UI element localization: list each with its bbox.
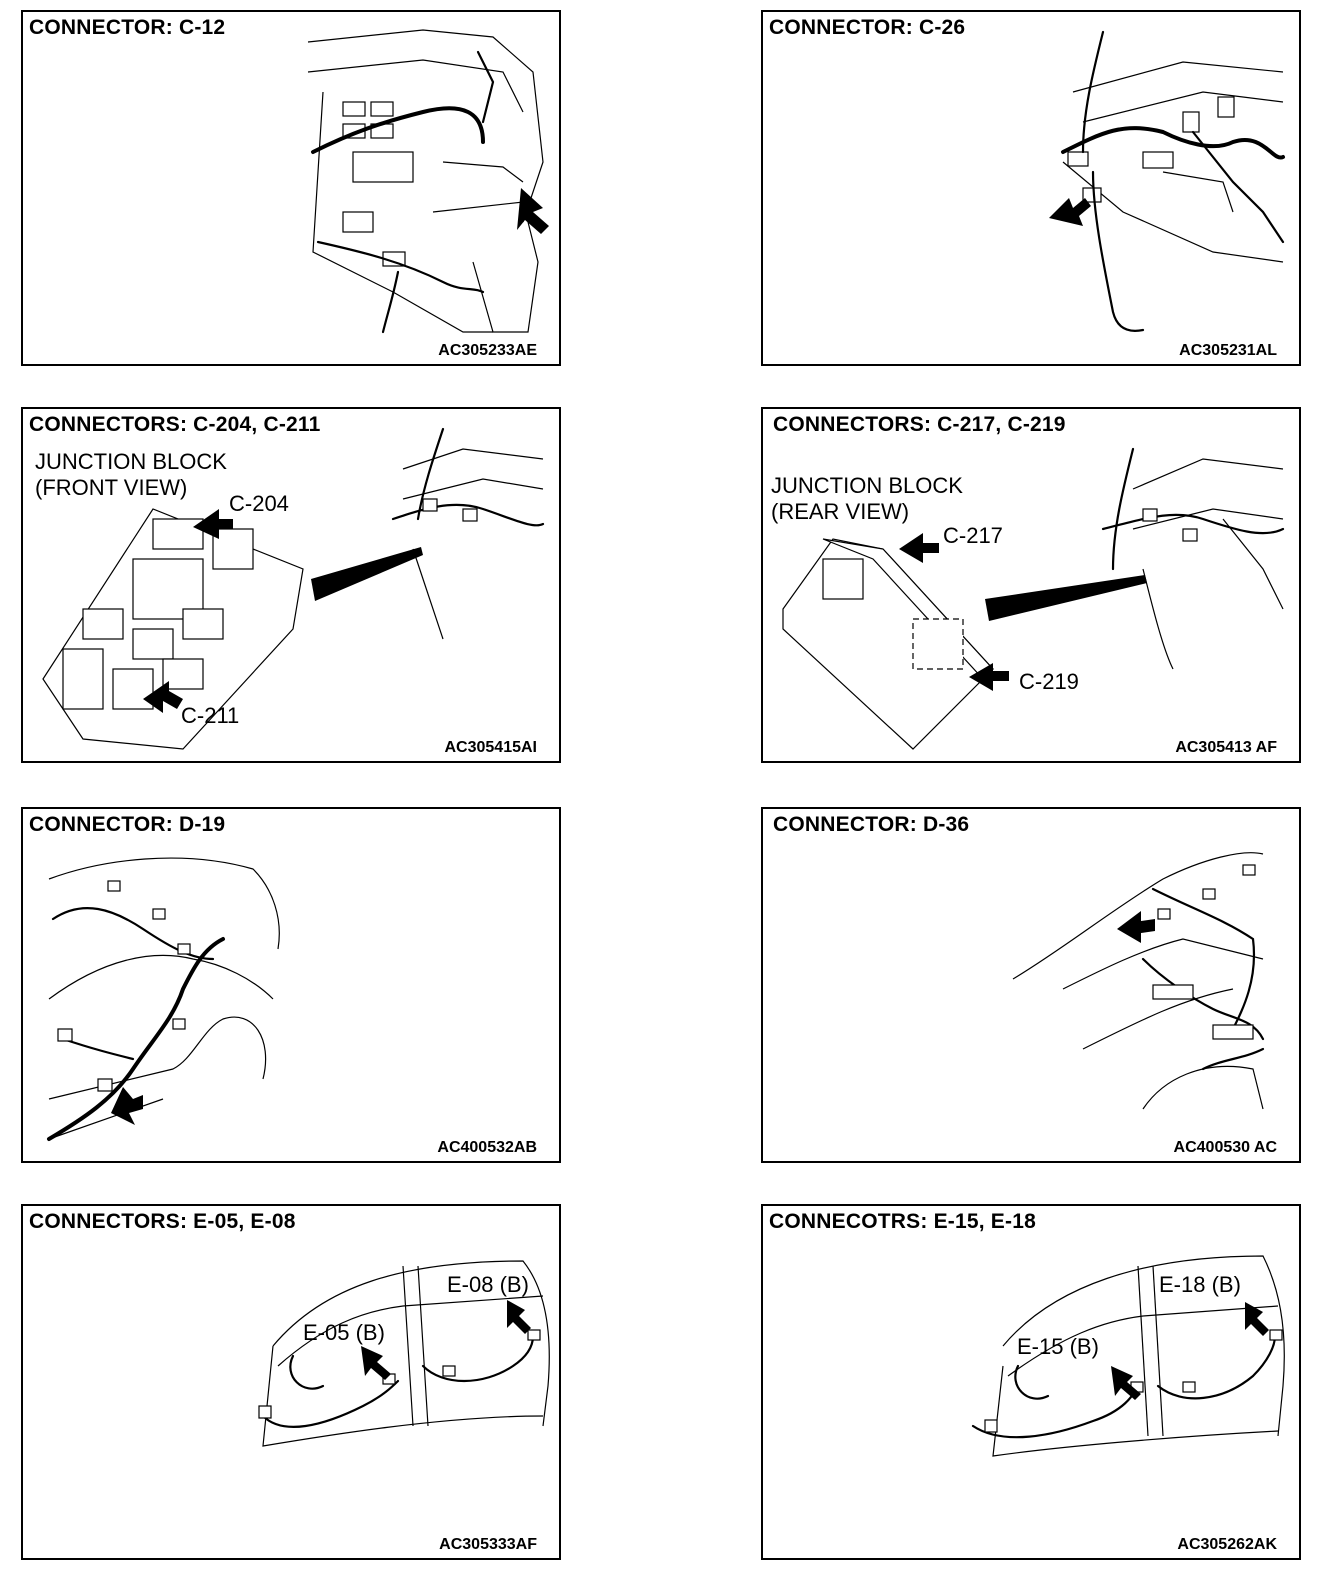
panel-connectors-e15-e18: CONNECOTRS: E-15, E-18 E-15 (B) E-18 (B)… xyxy=(761,1204,1301,1560)
front-rear-door-harness-illustration xyxy=(258,1260,550,1447)
panel-connector-d19: CONNECTOR: D-19 AC400532AB xyxy=(21,807,561,1163)
panel-title: CONNECOTRS: E-15, E-18 xyxy=(769,1210,1036,1233)
callout-e08: E-08 (B) xyxy=(447,1272,529,1297)
figure-code: AC400530 AC xyxy=(1173,1139,1277,1156)
front-rear-door-harness-illustration xyxy=(971,1255,1285,1457)
figure-code: AC305233AE xyxy=(438,342,537,359)
rear-quarter-harness-illustration xyxy=(47,857,280,1141)
figure-code: AC305415AI xyxy=(444,739,538,756)
figure-code: AC305262AK xyxy=(1177,1536,1277,1553)
panel-title: CONNECTOR: C-12 xyxy=(29,16,226,39)
figure-code: AC305413 AF xyxy=(1175,739,1277,756)
callout-e18: E-18 (B) xyxy=(1159,1272,1241,1297)
panel-title: CONNECTOR: D-36 xyxy=(773,813,970,836)
rear-roof-harness-illustration xyxy=(1012,852,1265,1110)
panel-connector-c26: CONNECTOR: C-26 AC305231AL xyxy=(761,10,1301,366)
panel-title: CONNECTORS: C-204, C-211 xyxy=(29,413,321,436)
panel-title: CONNECTORS: C-217, C-219 xyxy=(773,413,1066,436)
figure-code: AC400532AB xyxy=(437,1139,537,1156)
callout-c204: C-204 xyxy=(229,491,289,516)
junction-block-rear-illustration xyxy=(782,447,1285,750)
callout-e05: E-05 (B) xyxy=(303,1320,385,1345)
dashboard-harness-illustration xyxy=(307,29,549,334)
callout-e15: E-15 (B) xyxy=(1017,1334,1099,1359)
junction-block-caption: JUNCTION BLOCK (REAR VIEW) xyxy=(771,473,963,524)
panel-connectors-c204-c211: CONNECTORS: C-204, C-211 JUNCTION BLOCK … xyxy=(21,407,561,763)
panel-connectors-e05-e08: CONNECTORS: E-05, E-08 E-05 (B) E-08 (B)… xyxy=(21,1204,561,1560)
callout-c217: C-217 xyxy=(943,523,1003,548)
figure-code: AC305231AL xyxy=(1179,342,1277,359)
panel-connectors-c217-c219: CONNECTORS: C-217, C-219 JUNCTION BLOCK … xyxy=(761,407,1301,763)
panel-title: CONNECTOR: D-19 xyxy=(29,813,226,836)
panel-title: CONNECTOR: C-26 xyxy=(769,16,966,39)
panel-connector-d36: CONNECTOR: D-36 AC400530 AC xyxy=(761,807,1301,1163)
junction-block-caption: JUNCTION BLOCK (FRONT VIEW) xyxy=(35,449,227,500)
panel-title: CONNECTORS: E-05, E-08 xyxy=(29,1210,296,1233)
figure-code: AC305333AF xyxy=(439,1536,537,1553)
junction-block-front-illustration xyxy=(42,427,545,750)
callout-c219: C-219 xyxy=(1019,669,1079,694)
steering-column-harness-illustration xyxy=(1049,30,1285,332)
callout-c211: C-211 xyxy=(181,703,240,728)
panel-connector-c12: CONNECTOR: C-12 AC305233AE xyxy=(21,10,561,366)
